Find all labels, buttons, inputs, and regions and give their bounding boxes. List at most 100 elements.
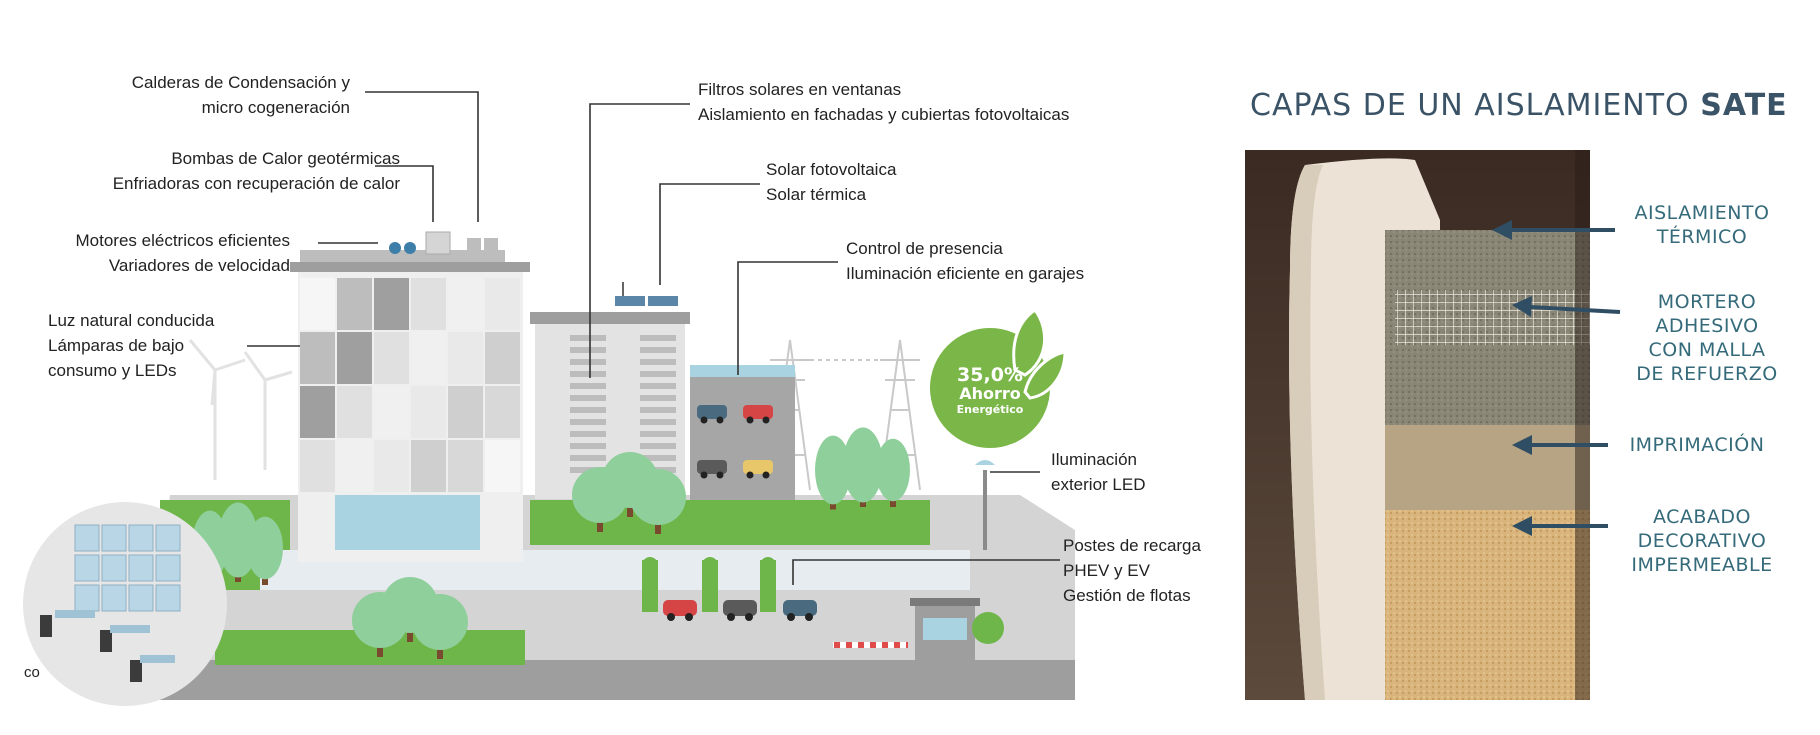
tree-crown <box>218 502 258 578</box>
office-window <box>101 554 127 582</box>
car-wheel <box>805 613 813 621</box>
facade-tile <box>485 386 520 438</box>
tree-crown <box>630 469 686 525</box>
window-blind <box>570 455 606 461</box>
car-wheel <box>762 471 770 479</box>
label-filtros: Filtros solares en ventanas Aislamiento … <box>698 80 1070 124</box>
office-inset <box>23 502 227 706</box>
savings-badge <box>930 307 1067 448</box>
facade-tile <box>337 332 372 384</box>
window-blind <box>640 371 676 377</box>
car <box>697 460 727 474</box>
facade-tile <box>337 440 372 492</box>
mesh-band <box>1395 290 1590 345</box>
facade-tile <box>337 278 372 330</box>
sate-label-acabado: ACABADO DECORATIVO IMPERMEABLE <box>1631 506 1773 576</box>
car-wheel <box>716 471 724 479</box>
car-wheel <box>716 416 724 424</box>
facade-tile <box>411 332 446 384</box>
label-iluminacion: Iluminación exterior LED <box>1051 450 1146 494</box>
facade-tile <box>374 440 409 492</box>
window-blind <box>640 443 676 449</box>
facade-tile <box>337 386 372 438</box>
parked-car <box>663 600 697 616</box>
facade-tile <box>448 440 483 492</box>
car-wheel <box>685 613 693 621</box>
sate-label-aislamiento: AISLAMIENTO TÉRMICO <box>1634 202 1770 248</box>
facade-tile <box>374 386 409 438</box>
window-blind <box>570 347 606 353</box>
wind-turbines <box>188 339 293 480</box>
facade-tile <box>411 278 446 330</box>
window-blind <box>640 407 676 413</box>
facade-tile <box>485 278 520 330</box>
charging-post-head <box>702 557 718 573</box>
charging-post-head <box>760 557 776 573</box>
guard-booth <box>833 598 1004 670</box>
window-blind <box>570 383 606 389</box>
tree-crown <box>843 427 883 503</box>
facade-tile <box>374 332 409 384</box>
car-wheel <box>746 471 754 479</box>
leader-lines <box>247 91 1060 585</box>
sate-sample-photo <box>1245 150 1590 700</box>
tree-crown <box>815 435 851 505</box>
office-window <box>128 554 154 582</box>
main-building <box>290 231 530 562</box>
car <box>697 405 727 419</box>
car-wheel <box>700 416 708 424</box>
corner-text: co <box>24 664 40 681</box>
window-blind <box>640 335 676 341</box>
sate-label-mortero: MORTERO ADHESIVO CON MALLA DE REFUERZO <box>1636 291 1778 385</box>
tree-crown <box>876 438 910 502</box>
window-blind <box>640 359 676 365</box>
facade-tile <box>448 332 483 384</box>
office-window <box>128 584 154 612</box>
facade-tile <box>411 440 446 492</box>
office-window <box>101 524 127 552</box>
office-window <box>155 554 181 582</box>
label-control: Control de presencia Iluminación eficien… <box>846 239 1085 283</box>
facade-tile <box>448 278 483 330</box>
car-wheel <box>727 613 735 621</box>
facade-tile <box>411 386 446 438</box>
car-wheel <box>787 613 795 621</box>
label-solar: Solar fotovoltaica Solar térmica <box>766 160 897 204</box>
street-lamp <box>975 460 995 550</box>
label-bombas: Bombas de Calor geotérmicas Enfriadoras … <box>112 149 400 193</box>
savings-line2: Energético <box>956 403 1024 416</box>
window-blind <box>570 443 606 449</box>
window-blind <box>640 455 676 461</box>
office-window <box>128 524 154 552</box>
office-window <box>74 554 100 582</box>
car-wheel <box>745 613 753 621</box>
office-window <box>74 524 100 552</box>
car <box>743 460 773 474</box>
car-wheel <box>700 471 708 479</box>
office-window <box>74 584 100 612</box>
facade-tile <box>374 278 409 330</box>
foam-edge <box>1289 165 1325 700</box>
window-blind <box>640 419 676 425</box>
label-postes: Postes de recarga PHEV y EV Gestión de f… <box>1063 536 1201 605</box>
office-window <box>101 584 127 612</box>
facade-tile <box>485 332 520 384</box>
window-blind <box>640 395 676 401</box>
parked-car <box>783 600 817 616</box>
lobby-glass <box>335 495 480 550</box>
facade-tile <box>300 332 335 384</box>
tree-crown <box>247 516 283 580</box>
office-window <box>155 524 181 552</box>
window-blind <box>570 395 606 401</box>
charging-post <box>642 560 658 612</box>
garage <box>690 365 795 500</box>
savings-badge-text: 35,0% Ahorro Energético <box>935 365 1045 417</box>
window-blind <box>570 371 606 377</box>
facade-tile <box>300 278 335 330</box>
facade-tile <box>448 386 483 438</box>
window-blind <box>570 359 606 365</box>
label-motores: Motores eléctricos eficientes Variadores… <box>75 231 290 275</box>
car <box>743 405 773 419</box>
window-blind <box>570 335 606 341</box>
window-blind <box>570 419 606 425</box>
